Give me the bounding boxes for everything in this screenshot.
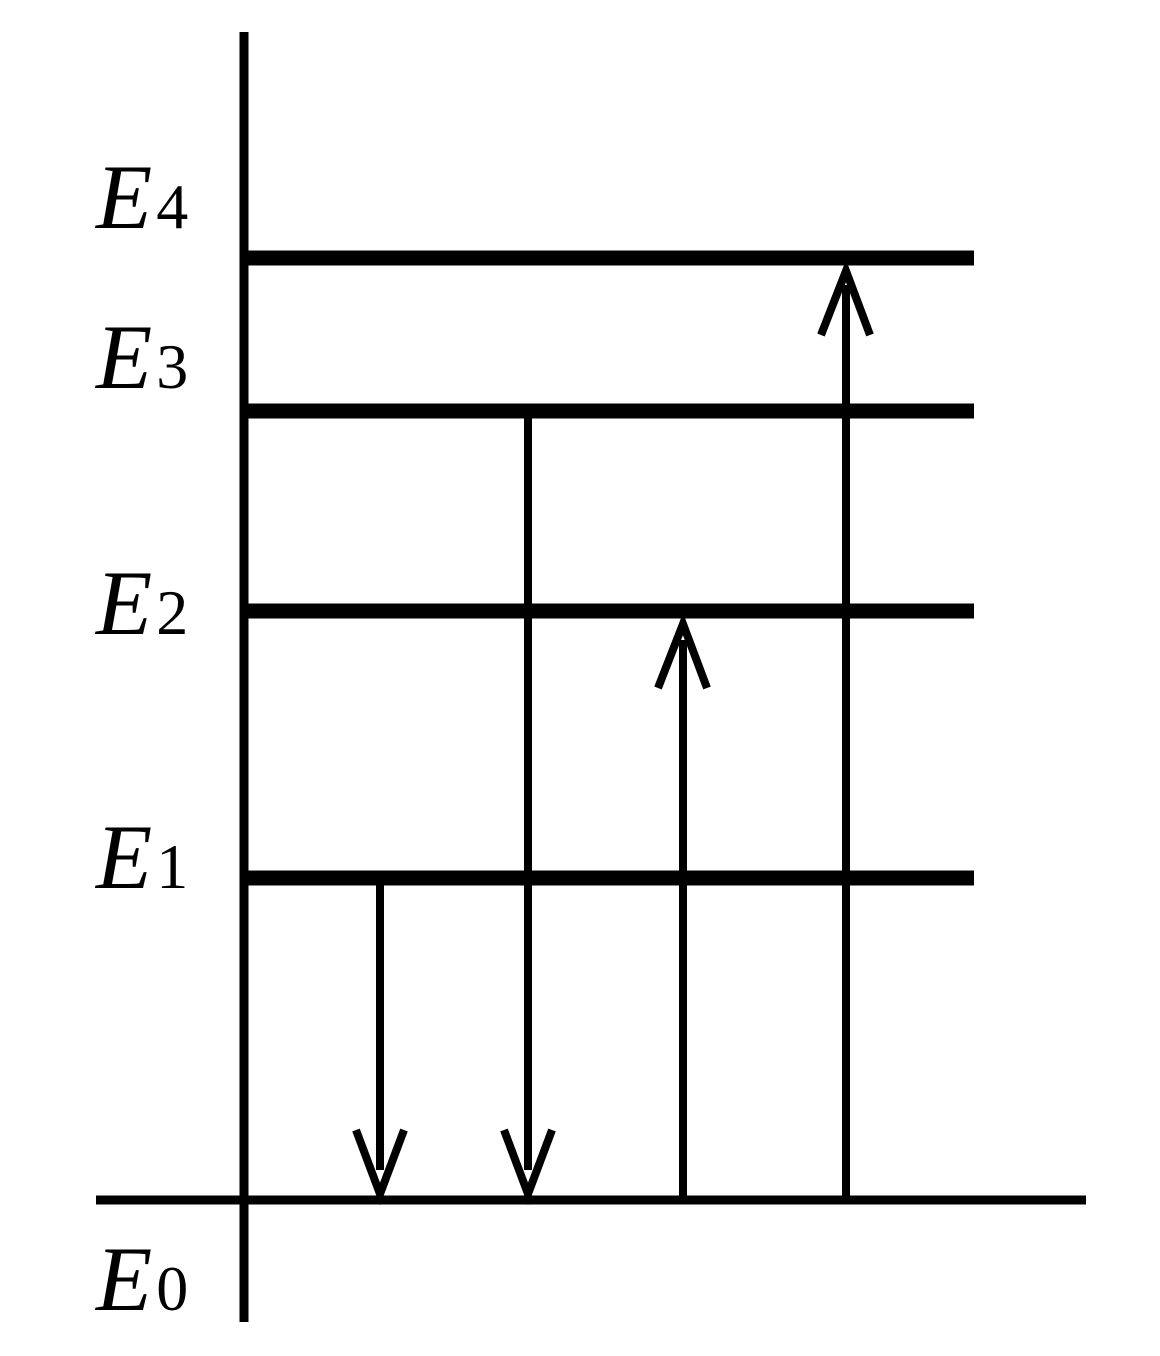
transition-arrow-e0-e2 <box>654 612 711 1196</box>
level-label-e1: E1 <box>94 806 188 908</box>
transition-arrow-e1-e0 <box>352 885 408 1206</box>
transition-arrow-e0-e4 <box>817 259 874 1196</box>
level-label-e4: E4 <box>94 146 188 248</box>
level-label-e2: E2 <box>94 552 188 654</box>
transition-arrow-e3-e0 <box>500 418 556 1206</box>
level-label-e3: E3 <box>94 306 188 408</box>
level-label-e0: E0 <box>94 1228 188 1330</box>
